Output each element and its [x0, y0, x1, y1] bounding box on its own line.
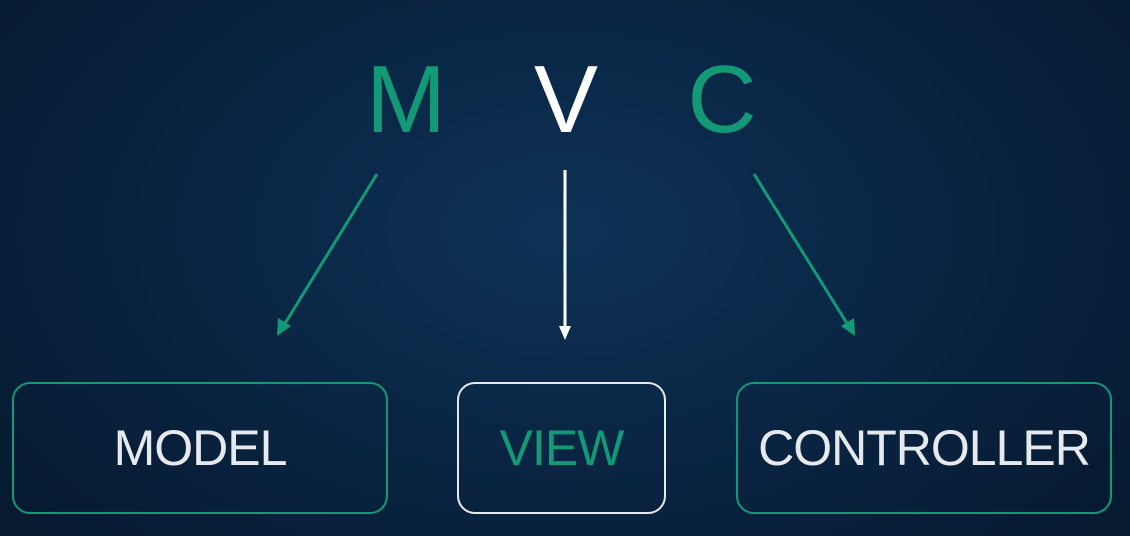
arrow-m-to-model — [277, 173, 379, 336]
controller-label: CONTROLLER — [758, 420, 1091, 476]
arrow-v-to-view — [559, 170, 571, 340]
model-label: MODEL — [113, 420, 288, 476]
model-box: MODEL — [12, 382, 388, 514]
view-box: VIEW — [457, 382, 666, 514]
controller-box: CONTROLLER — [736, 382, 1112, 514]
letter-v: V — [533, 46, 599, 153]
view-label: VIEW — [499, 420, 625, 476]
letter-m: M — [366, 46, 446, 153]
arrow-c-to-controller — [752, 173, 855, 336]
letter-c: C — [687, 46, 757, 153]
